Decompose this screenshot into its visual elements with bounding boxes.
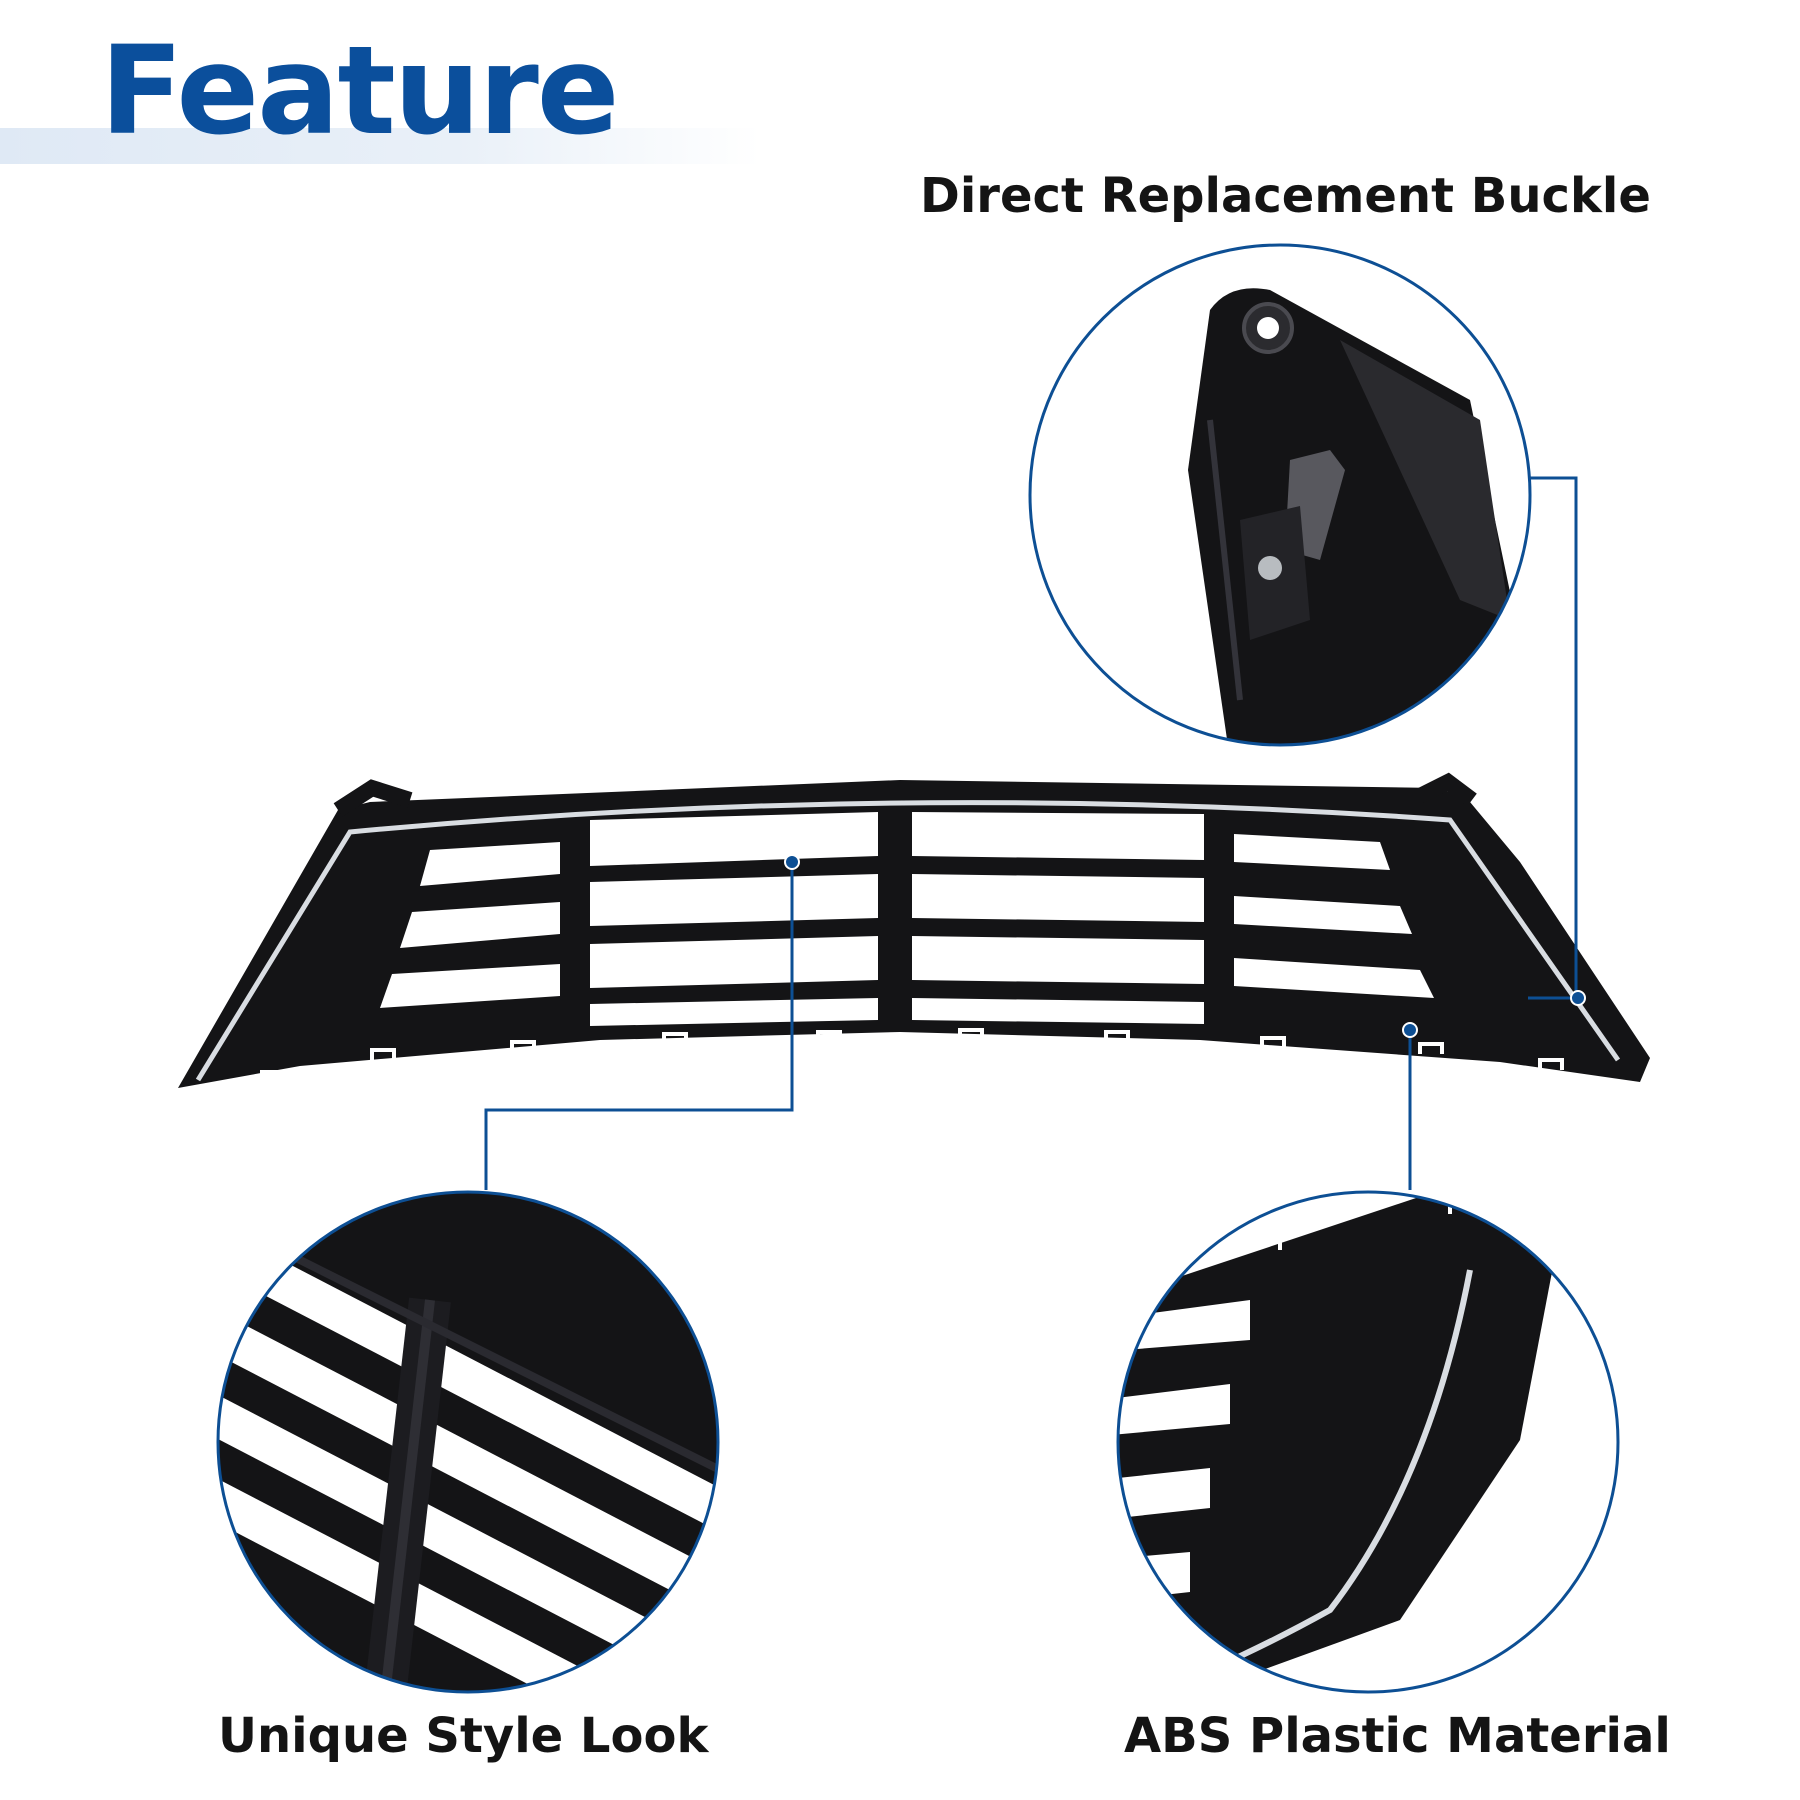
page-title: Feature [100, 20, 620, 162]
callout-label-material: ABS Plastic Material [1124, 1708, 1671, 1764]
title-underline-band [0, 128, 760, 164]
anchor-dot-material [1402, 1022, 1418, 1038]
callout-label-style: Unique Style Look [218, 1708, 709, 1764]
zoom-circle-material [1116, 1190, 1620, 1694]
callout-label-buckle: Direct Replacement Buckle [920, 168, 1651, 224]
leader-lines [484, 476, 1578, 1190]
anchor-dot-buckle [1570, 990, 1586, 1006]
zoom-circle-buckle [1028, 243, 1532, 747]
anchor-dot-style [784, 854, 800, 870]
grille-main-image [178, 772, 1650, 1088]
zoom-circle-style [216, 1190, 720, 1694]
